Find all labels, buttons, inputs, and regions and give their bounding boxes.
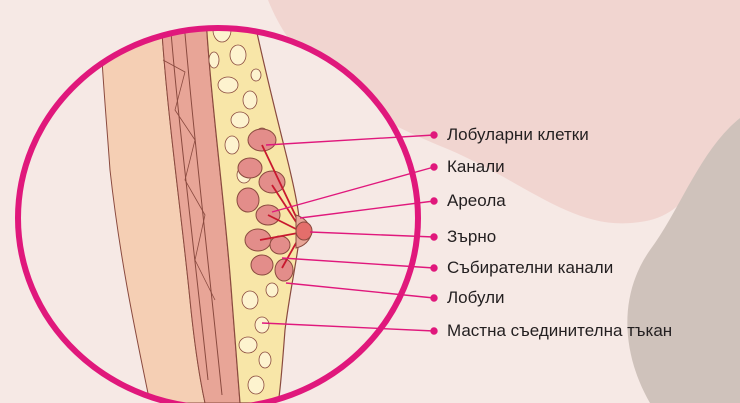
label-nipple: Зърно [447, 228, 496, 245]
label-lobules: Лобули [447, 289, 505, 306]
label-areola: Ареола [447, 192, 506, 209]
nipple [296, 222, 312, 240]
label-lobular-cells: Лобуларни клетки [447, 126, 589, 143]
label-collecting-ducts: Събирателни канали [447, 259, 613, 276]
label-fatty-tissue: Мастна съединителна тъкан [447, 322, 672, 339]
label-ducts: Канали [447, 158, 505, 175]
